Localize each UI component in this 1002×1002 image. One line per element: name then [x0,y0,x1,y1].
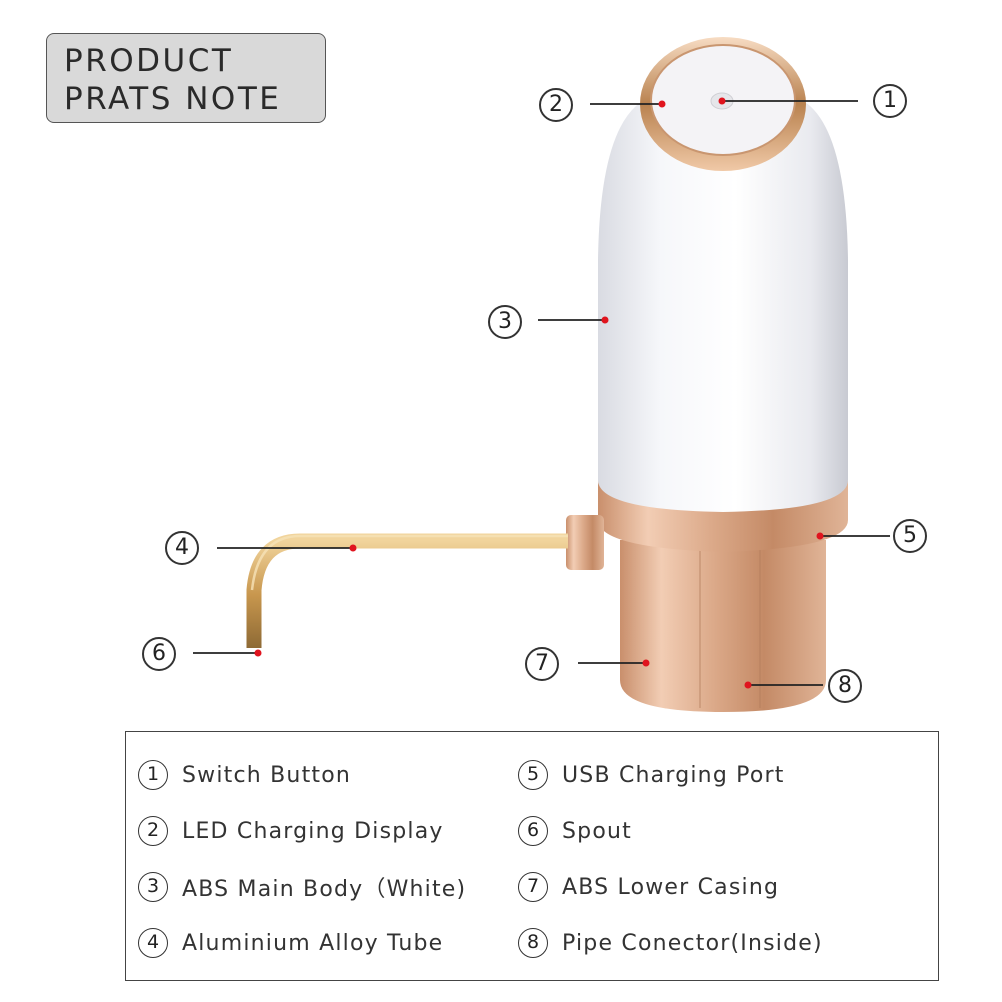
callout-6: 6 [142,637,176,671]
dot-8 [744,681,752,689]
callout-5: 5 [893,519,927,553]
legend-box: 1 Switch Button 2 LED Charging Display 3… [125,731,939,981]
callout-8: 8 [828,669,862,703]
main-body [598,98,848,512]
dot-2 [658,100,666,108]
legend-number: 2 [138,816,168,846]
legend-item-2: 2 LED Charging Display [138,814,444,848]
legend-number: 8 [518,928,548,958]
callout-2: 2 [539,88,573,122]
dot-6 [254,649,262,657]
dot-5 [816,532,824,540]
aluminium-tube [246,533,568,648]
title-line-1: PRODUCT [64,43,234,79]
callout-3: 3 [488,305,522,339]
legend-label: USB Charging Port [562,762,785,788]
legend-number: 1 [138,760,168,790]
legend-item-8: 8 Pipe Conector(Inside) [518,926,823,960]
legend-number: 7 [518,872,548,902]
legend-label: Pipe Conector(Inside) [562,930,823,956]
legend-label: Switch Button [182,762,352,788]
legend-number: 5 [518,760,548,790]
legend-number: 6 [518,816,548,846]
dot-1 [718,97,726,105]
tube-connector [566,515,604,570]
legend-label: Aluminium Alloy Tube [182,930,444,956]
dot-4 [349,544,357,552]
lower-casing [620,540,826,712]
dot-7 [642,659,650,667]
legend-number: 4 [138,928,168,958]
title-line-2: PRATS NOTE [64,81,282,117]
dot-3 [601,316,609,324]
callout-4: 4 [165,531,199,565]
legend-item-6: 6 Spout [518,814,632,848]
legend-label: ABS Main Body（White) [182,877,467,902]
legend-label: LED Charging Display [182,818,444,844]
legend-label: Spout [562,818,632,844]
legend-item-3: 3 ABS Main Body（White) [138,870,466,904]
callout-1: 1 [873,84,907,118]
callout-7: 7 [525,647,559,681]
lower-casing-facet [699,545,761,708]
legend-item-7: 7 ABS Lower Casing [518,870,779,904]
product-illustration [193,37,890,712]
legend-label: ABS Lower Casing [562,874,780,900]
legend-number: 3 [138,872,168,902]
legend-item-5: 5 USB Charging Port [518,758,785,792]
title-box: PRODUCT PRATS NOTE [46,33,326,123]
legend-item-1: 1 Switch Button [138,758,351,792]
legend-item-4: 4 Aluminium Alloy Tube [138,926,443,960]
